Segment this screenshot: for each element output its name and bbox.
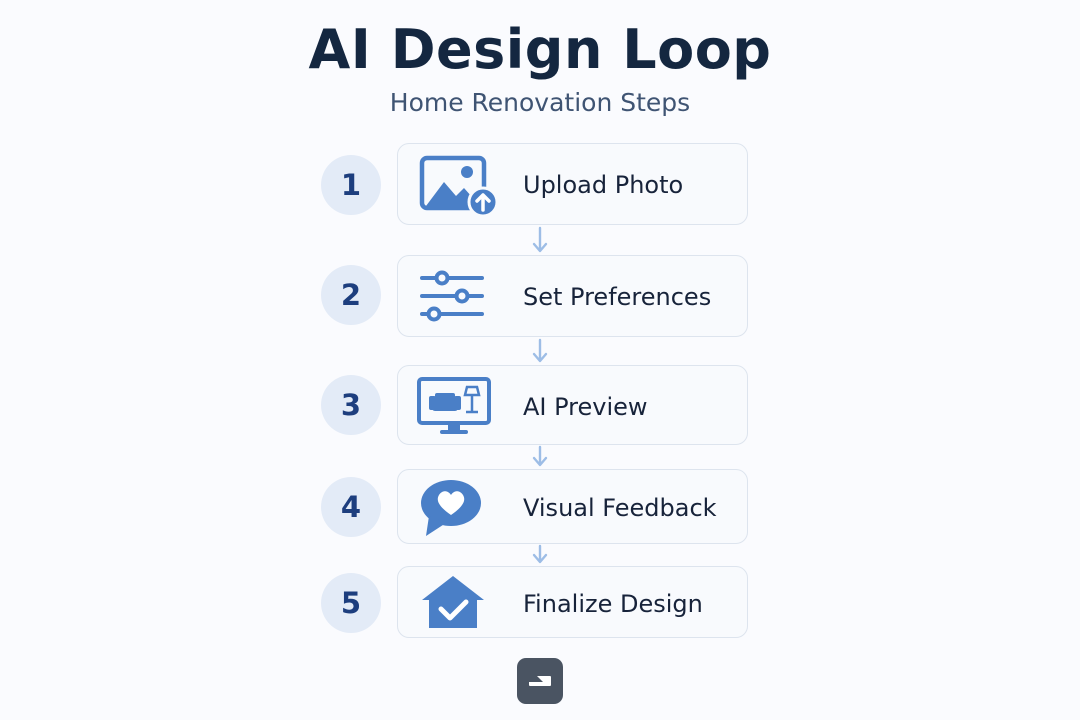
step-number-1: 1 <box>321 155 381 215</box>
step-label-upload-photo: Upload Photo <box>523 171 684 199</box>
step-number-4: 4 <box>321 477 381 537</box>
step-card-set-preferences: Set Preferences <box>397 255 748 337</box>
connector-arrow-2 <box>530 337 550 365</box>
minimize-bar-icon <box>529 676 551 686</box>
page-title: AI Design Loop <box>308 18 772 81</box>
step-card-upload-photo: Upload Photo <box>397 143 748 225</box>
step-label-set-preferences: Set Preferences <box>523 283 712 311</box>
step-card-finalize-design: Finalize Design <box>397 566 748 638</box>
heart-chat-icon <box>416 478 498 538</box>
connector-arrow-4 <box>530 544 550 566</box>
step-number-5: 5 <box>321 573 381 633</box>
monitor-preview-icon <box>416 376 498 438</box>
connector-arrow-3 <box>530 445 550 469</box>
step-card-visual-feedback: Visual Feedback <box>397 469 748 544</box>
step-label-finalize-design: Finalize Design <box>523 590 703 618</box>
step-label-ai-preview: AI Preview <box>523 393 648 421</box>
minimize-bar-button[interactable] <box>517 658 563 704</box>
step-number-3: 3 <box>321 375 381 435</box>
home-check-icon <box>416 573 498 633</box>
step-card-ai-preview: AI Preview <box>397 365 748 445</box>
connector-arrow-1 <box>530 225 550 255</box>
sliders-icon <box>416 268 498 326</box>
step-number-2: 2 <box>321 265 381 325</box>
step-label-visual-feedback: Visual Feedback <box>523 494 717 522</box>
page-subtitle: Home Renovation Steps <box>389 88 691 117</box>
image-upload-icon <box>416 154 498 218</box>
